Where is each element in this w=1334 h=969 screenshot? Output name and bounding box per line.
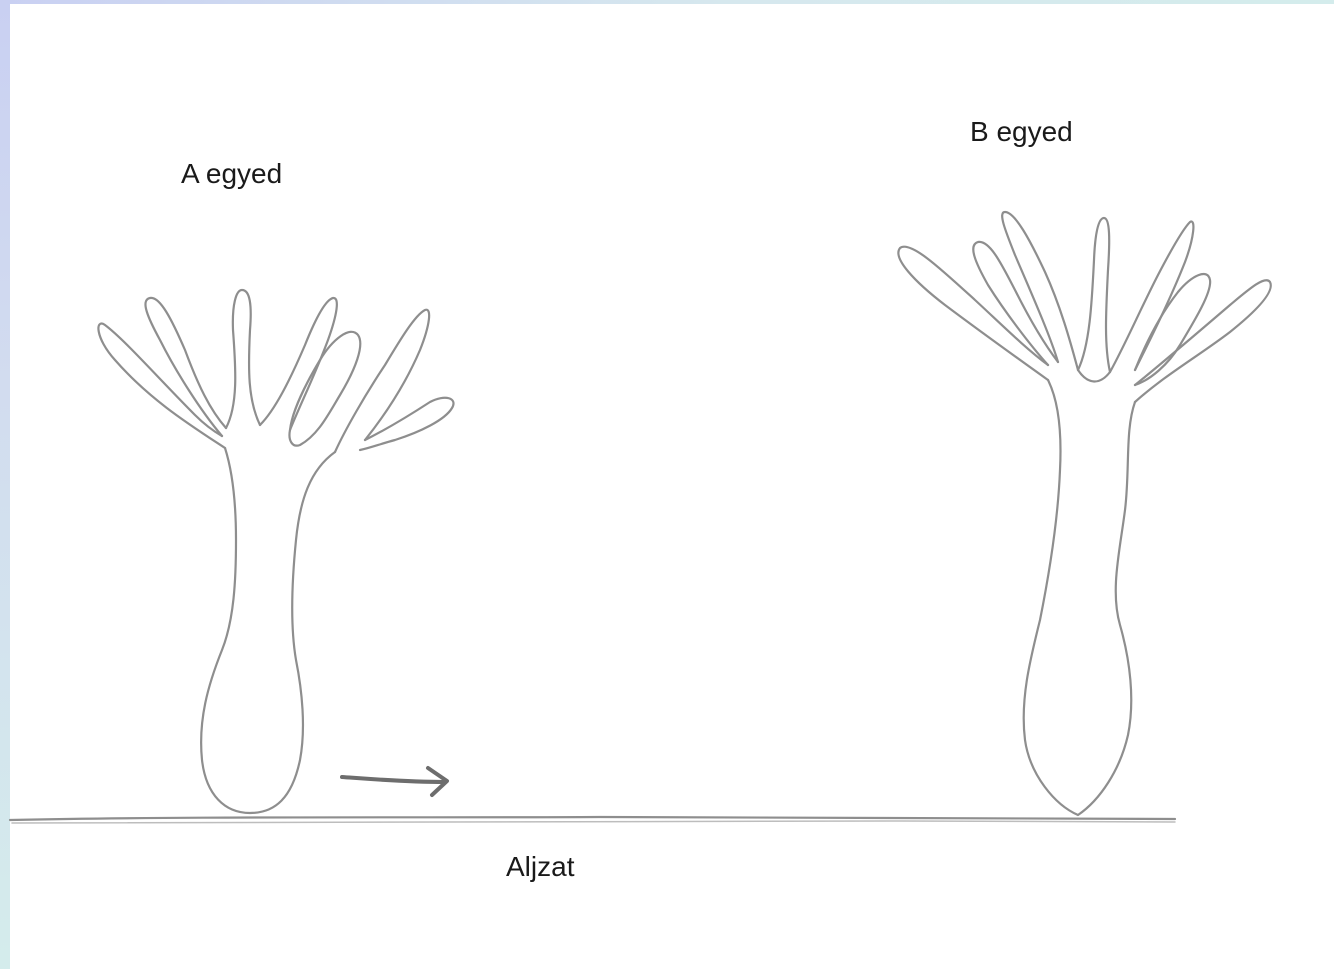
individual-a-figure: [98, 290, 453, 813]
individual-b-tentacle-5: [1110, 221, 1193, 372]
substrate-line: [10, 817, 1175, 820]
substrate-line-texture: [12, 821, 1175, 823]
individual-a-tentacle-3: [226, 290, 260, 428]
individual-a-tentacle-4: [260, 298, 337, 430]
individual-b-tentacle-2: [973, 242, 1058, 365]
individual-b-figure: [898, 212, 1270, 815]
right-arrow-icon: [342, 768, 447, 795]
individual-b-label: B egyed: [970, 116, 1073, 148]
individual-b-body: [1024, 380, 1135, 815]
individual-a-tentacle-7: [360, 398, 453, 450]
individual-a-label: A egyed: [181, 158, 282, 190]
individual-b-tentacle-4: [1078, 218, 1110, 382]
individual-b-tentacle-1: [898, 247, 1048, 380]
individual-b-tentacle-7: [1135, 280, 1271, 402]
individual-a-body: [201, 448, 335, 813]
substrate-label: Aljzat: [506, 851, 574, 883]
individual-a-tentacle-2: [145, 298, 226, 436]
individual-b-tentacle-3: [1002, 212, 1078, 370]
